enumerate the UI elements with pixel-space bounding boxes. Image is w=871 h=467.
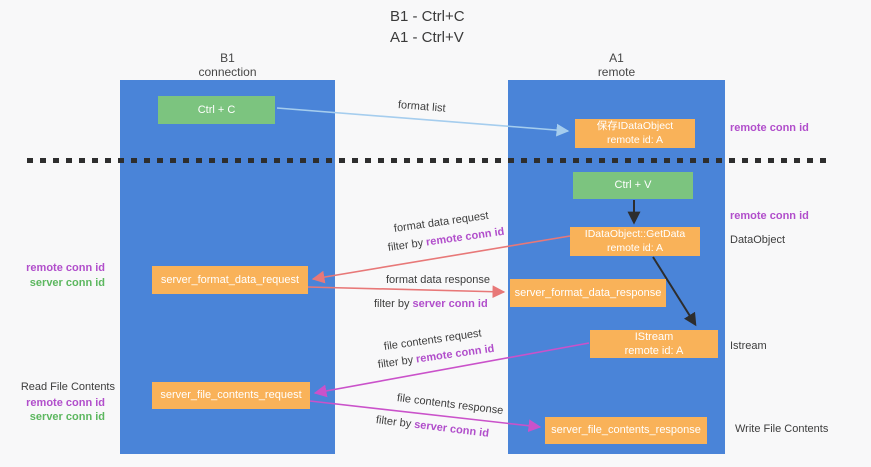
node-idataobject-getdata: IDataObject::GetData remote id: A xyxy=(570,227,700,256)
annotation-istream: Istream xyxy=(730,340,767,352)
label-format-list: format list xyxy=(397,99,447,115)
label-filter-by-server-conn-id-1: filter by server conn id xyxy=(374,298,488,310)
lane-a1-title: A1 xyxy=(609,51,624,65)
node-ctrl-c: Ctrl + C xyxy=(158,96,275,124)
lane-header-b1: B1 connection xyxy=(120,51,335,80)
diagram-title-line2: A1 - Ctrl+V xyxy=(390,29,464,46)
node-ctrl-c-label: Ctrl + C xyxy=(197,103,236,116)
annotation-remote-conn-id-left-1: remote conn id xyxy=(26,262,105,274)
node-istream: IStream remote id: A xyxy=(590,330,718,358)
diagram-title: B1 - Ctrl+C A1 - Ctrl+V xyxy=(390,6,465,48)
lane-a1-subtitle: remote xyxy=(597,65,636,80)
lane-b1-subtitle: connection xyxy=(198,65,257,80)
server-conn-id-text: server conn id xyxy=(413,418,490,440)
arrow-format-data-response xyxy=(307,285,506,299)
server-conn-id-text: server conn id xyxy=(412,298,488,310)
remote-conn-id-text: remote conn id xyxy=(425,225,506,249)
annotation-server-conn-id-left-2: server conn id xyxy=(29,411,105,423)
node-save-idataobject: 保存IDataObject remote id: A xyxy=(575,119,695,148)
node-server-file-contents-request: server_file_contents_request xyxy=(152,382,310,409)
annotation-remote-conn-id-mid-right: remote conn id xyxy=(730,210,809,222)
node-istream-line1: IStream xyxy=(634,330,674,343)
node-ctrl-v-label: Ctrl + V xyxy=(614,179,652,192)
annotation-read-file-contents: Read File Contents xyxy=(20,381,115,393)
node-server-format-data-response-label: server_format_data_response xyxy=(514,286,662,299)
label-file-contents-response: file contents response xyxy=(396,392,504,417)
filter-by-text: filter by xyxy=(377,353,417,371)
node-getdata-line2: remote id: A xyxy=(606,241,664,254)
annotation-remote-conn-id-left-2: remote conn id xyxy=(26,397,105,409)
lane-b1-title: B1 xyxy=(220,51,235,65)
node-ctrl-v: Ctrl + V xyxy=(573,172,693,199)
label-format-data-response: format data response xyxy=(386,274,490,286)
node-save-idataobject-line2: remote id: A xyxy=(606,133,664,146)
annotation-server-conn-id-left-1: server conn id xyxy=(29,277,105,289)
node-server-file-contents-response-label: server_file_contents_response xyxy=(551,424,701,437)
filter-by-text: filter by xyxy=(387,236,427,254)
lane-header-a1: A1 remote xyxy=(508,51,725,80)
diagram-title-line1: B1 - Ctrl+C xyxy=(390,8,465,25)
node-getdata-line1: IDataObject::GetData xyxy=(584,227,686,240)
node-server-file-contents-response: server_file_contents_response xyxy=(545,417,707,444)
node-server-format-data-request-label: server_format_data_request xyxy=(160,273,300,286)
annotation-dataobject: DataObject xyxy=(730,234,786,246)
node-istream-line2: remote id: A xyxy=(624,345,684,357)
annotation-write-file-contents: Write File Contents xyxy=(735,423,829,435)
label-filter-by-server-conn-id-2: filter by server conn id xyxy=(375,414,489,440)
node-server-file-contents-request-label: server_file_contents_request xyxy=(160,389,302,402)
node-save-idataobject-line1: 保存IDataObject xyxy=(596,119,674,132)
annotation-remote-conn-id-top-right: remote conn id xyxy=(730,122,809,134)
filter-by-text: filter by xyxy=(374,298,413,310)
filter-by-text: filter by xyxy=(375,414,415,431)
node-server-format-data-response: server_format_data_response xyxy=(510,279,666,307)
dashed-separator xyxy=(27,158,830,163)
node-server-format-data-request: server_format_data_request xyxy=(152,266,308,294)
